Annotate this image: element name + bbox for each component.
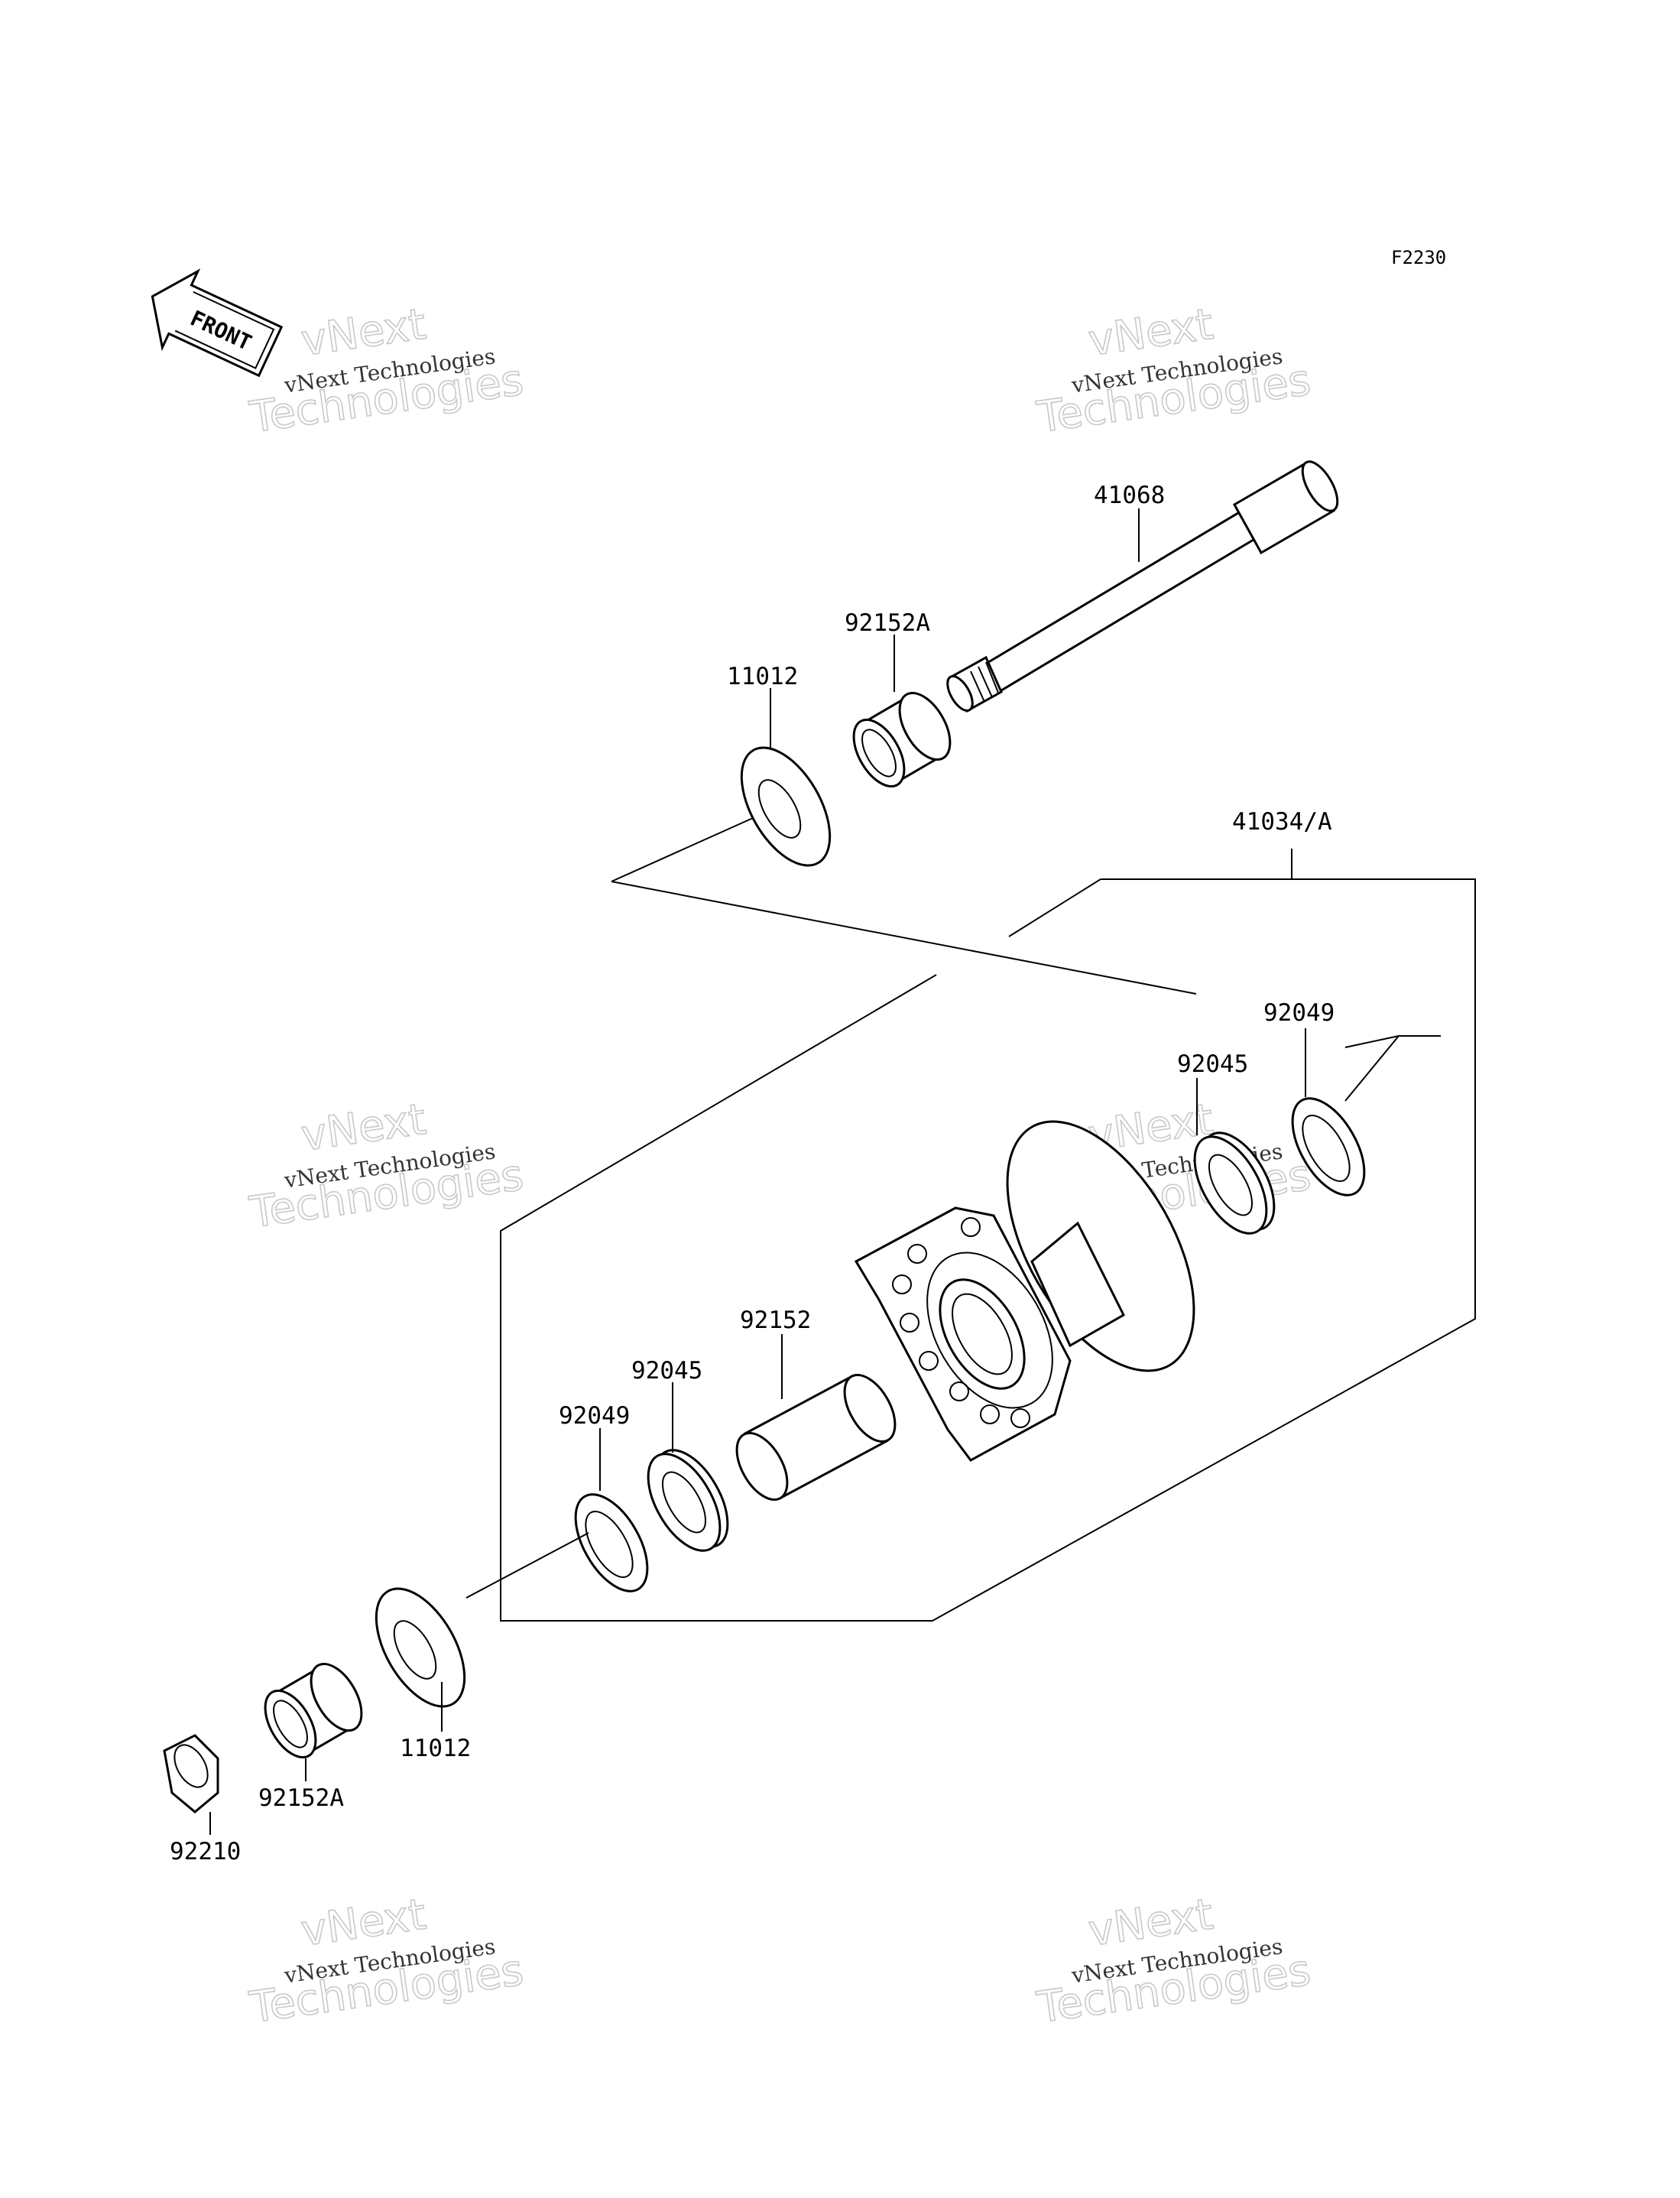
collar-top <box>852 691 952 788</box>
label-collar-bottom: 92152A <box>258 1784 344 1812</box>
watermark-middle-left: vNext Technologies vNext Technologies <box>246 1094 527 1239</box>
bearing-right <box>1193 1131 1276 1235</box>
label-axle: 41068 <box>1094 482 1165 509</box>
diagram-code: F2230 <box>1391 247 1446 268</box>
label-seal-left: 92049 <box>559 1402 630 1430</box>
watermark-top-right: vNext Technologies vNext Technologies <box>1033 299 1315 443</box>
label-bearing-right: 92045 <box>1177 1050 1248 1078</box>
leader-lines <box>209 508 1306 1835</box>
washer-top <box>740 746 832 867</box>
label-spacer: 92152 <box>740 1307 811 1334</box>
seal-left <box>574 1493 649 1592</box>
bearing-left <box>647 1449 729 1552</box>
watermark-bottom-right: vNext Technologies vNext Technologies <box>1033 1889 1315 2034</box>
label-seal-right: 92049 <box>1263 999 1335 1027</box>
front-arrow-icon: FRONT <box>151 268 284 378</box>
hub <box>854 1120 1195 1462</box>
axle <box>946 460 1339 713</box>
watermark-bottom-left: vNext Technologies vNext Technologies <box>246 1889 527 2034</box>
label-washer-top: 11012 <box>727 663 798 690</box>
label-hub-assembly: 41034/A <box>1232 808 1332 836</box>
label-collar-top: 92152A <box>845 609 930 637</box>
nut <box>163 1734 219 1813</box>
spacer <box>735 1373 897 1502</box>
seal-right <box>1291 1097 1366 1196</box>
assembly-frame <box>465 817 1476 1622</box>
label-washer-bottom: 11012 <box>400 1735 471 1762</box>
watermark-top-left: vNext Technologies vNext Technologies <box>246 299 527 443</box>
label-bearing-left: 92045 <box>631 1357 702 1385</box>
washer-bottom <box>375 1587 466 1708</box>
label-nut: 92210 <box>170 1838 241 1865</box>
collar-bottom <box>264 1662 363 1759</box>
